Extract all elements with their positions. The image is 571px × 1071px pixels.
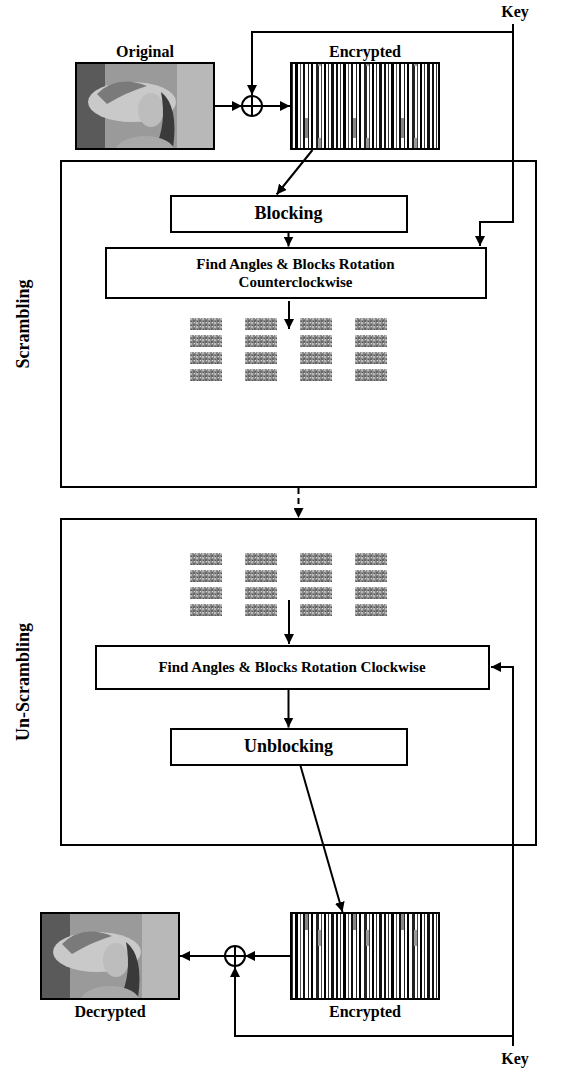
process-box: Blocking xyxy=(170,195,408,233)
key-line xyxy=(491,667,513,1046)
xor-symbol xyxy=(225,946,245,966)
process-box: Unblocking xyxy=(170,728,408,766)
flow-arrow xyxy=(300,766,342,913)
xor-symbol xyxy=(225,946,245,966)
key-label: Key xyxy=(501,2,529,21)
heading-text: Decrypted xyxy=(74,1002,145,1021)
dashed-arrow xyxy=(298,488,300,518)
key-line xyxy=(235,967,513,1036)
arrow-head xyxy=(245,951,255,961)
arrow-head xyxy=(232,101,242,111)
box-text: Unblocking xyxy=(244,736,333,758)
flow-arrow xyxy=(277,150,313,195)
flow-arrow xyxy=(288,600,290,644)
encrypted-picture xyxy=(292,64,438,148)
process-box: Find Angles & Blocks Rotation Clockwise xyxy=(95,645,490,690)
flow-arrow xyxy=(288,233,290,247)
heading-text: Un-Scrambling xyxy=(13,623,35,741)
key-line xyxy=(480,24,513,246)
heading-text: Scrambling xyxy=(13,279,35,368)
xor-symbol xyxy=(242,96,262,116)
original-picture xyxy=(77,64,213,168)
original-image: Original xyxy=(75,62,215,150)
encrypted-picture xyxy=(292,914,438,998)
box-text: Find Angles & Blocks Rotation Clockwise xyxy=(158,658,425,676)
xor-symbol xyxy=(242,96,262,116)
scrambling-stage: ScramblingBlockingFind Angles & Blocks R… xyxy=(60,160,537,488)
process-box: Find Angles & Blocks Rotation Counterclo… xyxy=(105,247,487,299)
heading-text: Encrypted xyxy=(329,1002,401,1021)
encrypted-image: Encrypted xyxy=(290,912,440,1000)
unscrambling-stage: Un-ScramblingFind Angles & Blocks Rotati… xyxy=(60,518,537,846)
heading-text: Encrypted xyxy=(329,42,401,61)
decrypted-picture xyxy=(42,914,178,1018)
box-text: Blocking xyxy=(254,203,322,225)
decrypted-image: Decrypted xyxy=(40,912,180,1000)
flow-arrow xyxy=(288,301,290,329)
key-label: Key xyxy=(501,1049,529,1068)
flow-arrow xyxy=(288,690,290,728)
heading-text: Original xyxy=(116,42,174,61)
box-text: Find Angles & Blocks Rotation Counterclo… xyxy=(146,255,446,291)
encrypted-image: Encrypted xyxy=(290,62,440,150)
